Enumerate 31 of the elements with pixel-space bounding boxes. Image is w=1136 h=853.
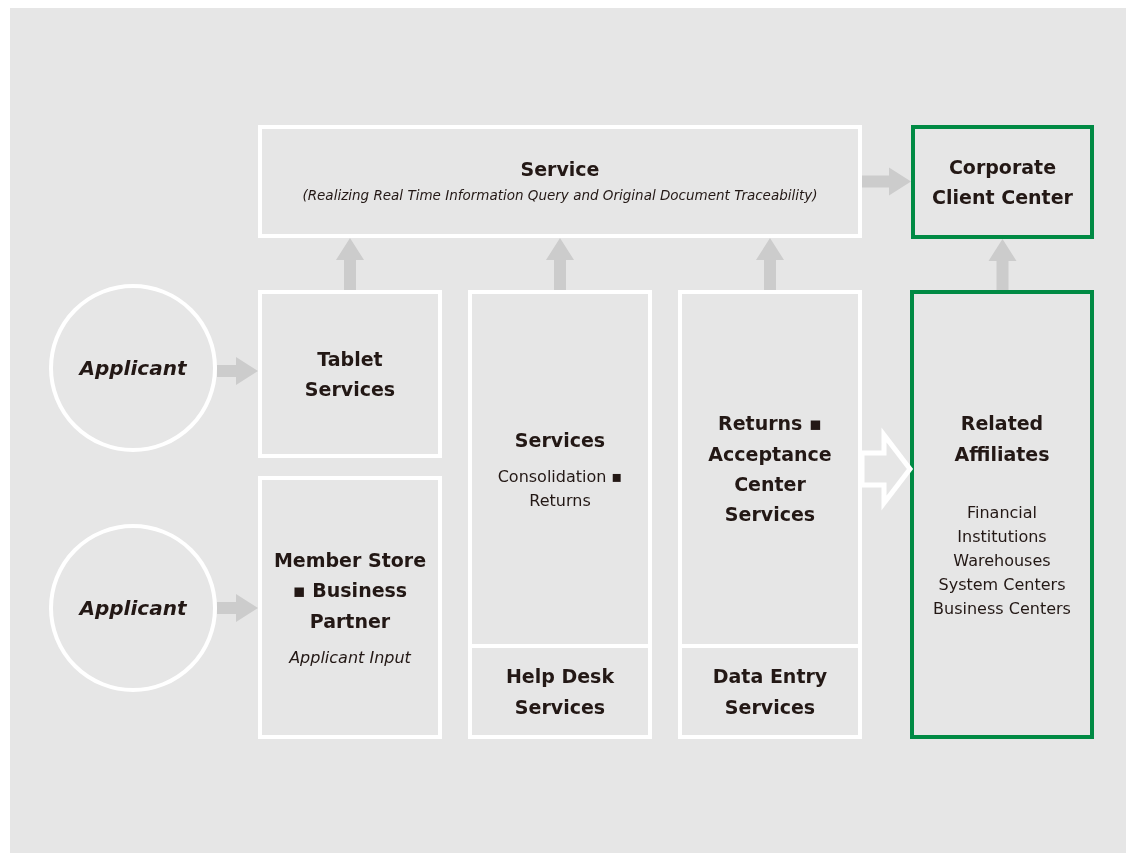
box-heading: Applicant: [79, 595, 187, 622]
arrow: [756, 238, 784, 290]
process-box: [910, 290, 1094, 739]
box-heading: Applicant: [79, 355, 187, 382]
box-heading: Corporate Client Center: [931, 154, 1074, 210]
box-heading: Service: [520, 157, 600, 182]
arrow: [217, 594, 258, 622]
process-box: [258, 125, 862, 238]
box-description: Consolidation ▪ Returns: [496, 466, 624, 513]
list-item: Financial Institutions: [956, 501, 1048, 548]
box-description: Applicant Input: [289, 647, 411, 670]
list-item: System Centers: [938, 573, 1066, 596]
arrow: [988, 239, 1017, 290]
process-box: [258, 290, 442, 458]
arrow: [862, 167, 911, 196]
box-heading: Related Affiliates: [953, 411, 1051, 467]
process-box: [911, 125, 1094, 239]
box-description: (Realizing Real Time Information Query and Original Document Traceability): [302, 186, 818, 206]
process-box: [258, 476, 442, 739]
box-heading: Tablet Services: [303, 346, 397, 402]
box-heading: Member Store ▪ Business Partner: [272, 547, 428, 634]
box-heading: Data Entry Services: [711, 664, 829, 720]
arrow: [336, 238, 364, 290]
box-heading: Returns ▪ Acceptance Center Services: [707, 411, 833, 528]
list-item: Business Centers: [933, 597, 1071, 620]
box-heading: Help Desk Services: [504, 664, 616, 720]
arrow: [546, 238, 574, 290]
arrow: [859, 427, 914, 511]
arrow: [217, 357, 258, 385]
list-item: Warehouses: [953, 549, 1051, 572]
box-heading: Services: [514, 427, 606, 453]
